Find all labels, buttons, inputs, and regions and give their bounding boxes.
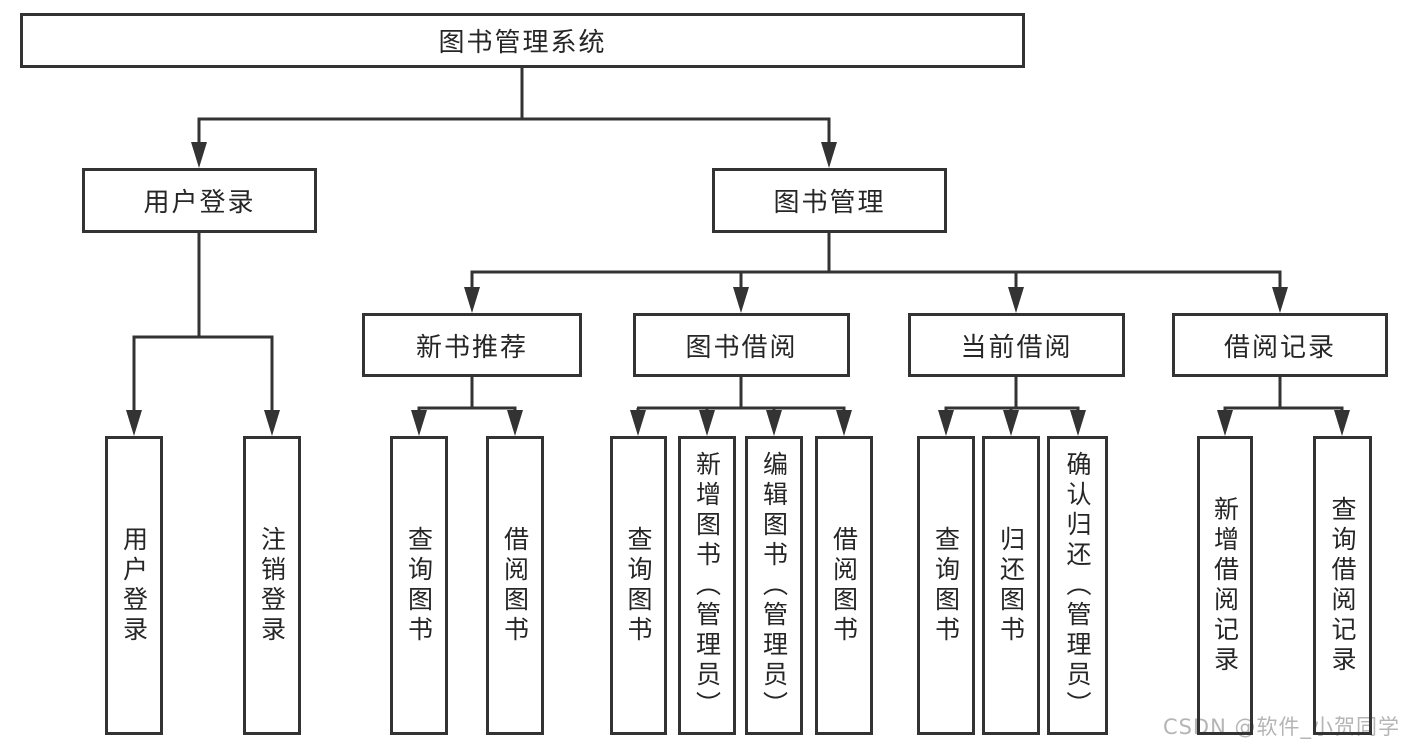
leaf-confirm-return-admin: 确认归还（管理员） bbox=[1047, 436, 1108, 735]
connector-newbook-to-leaves bbox=[411, 375, 523, 436]
leaf-label: 归还图书 bbox=[996, 525, 1026, 646]
node-new-book-recommendation: 新书推荐 bbox=[362, 313, 582, 377]
leaf-label: 用户登录 bbox=[119, 525, 149, 646]
node-label: 借阅记录 bbox=[1223, 332, 1336, 363]
connector-borrowrecord-to-leaves bbox=[1217, 375, 1350, 436]
connector-root-to-level2 bbox=[191, 66, 837, 168]
leaf-label: 查询图书 bbox=[931, 525, 961, 646]
leaf-return-books: 归还图书 bbox=[982, 436, 1040, 735]
node-label: 用户登录 bbox=[143, 188, 256, 218]
node-user-login: 用户登录 bbox=[82, 168, 317, 233]
node-borrowing-records: 借阅记录 bbox=[1172, 313, 1388, 377]
node-current-borrowing: 当前借阅 bbox=[908, 313, 1125, 377]
connector-userlogin-to-leaves bbox=[126, 231, 280, 436]
node-book-management: 图书管理 bbox=[712, 168, 947, 233]
leaf-query-books-current: 查询图书 bbox=[917, 436, 975, 735]
leaf-label: 注销登录 bbox=[257, 525, 287, 646]
leaf-label: 借阅图书 bbox=[829, 525, 859, 646]
leaf-label: 新增借阅记录 bbox=[1210, 495, 1240, 676]
csdn-watermark: CSDN @软件_小贺同学 bbox=[1162, 715, 1400, 739]
leaf-user-login: 用户登录 bbox=[105, 436, 163, 735]
node-label: 当前借阅 bbox=[960, 332, 1073, 363]
leaf-query-books-borrowing: 查询图书 bbox=[610, 436, 667, 735]
leaf-label: 查询图书 bbox=[404, 525, 434, 646]
node-label: 图书管理 bbox=[773, 188, 886, 218]
node-library-management-system: 图书管理系统 bbox=[20, 13, 1025, 68]
node-label: 图书借阅 bbox=[685, 332, 798, 363]
node-label: 新书推荐 bbox=[415, 332, 528, 363]
node-book-borrowing: 图书借阅 bbox=[633, 313, 850, 377]
leaf-label: 借阅图书 bbox=[500, 525, 530, 646]
connector-bookborrow-to-leaves bbox=[630, 375, 852, 436]
connector-currentborrow-to-leaves bbox=[938, 375, 1086, 436]
leaf-borrow-books-borrowing: 借阅图书 bbox=[815, 436, 873, 735]
leaf-query-books-recommend: 查询图书 bbox=[390, 436, 448, 735]
leaf-edit-books-admin: 编辑图书（管理员） bbox=[745, 436, 803, 735]
connector-bookmgmt-to-level3 bbox=[464, 231, 1288, 313]
leaf-label: 查询图书 bbox=[624, 525, 653, 646]
node-label: 图书管理系统 bbox=[438, 28, 607, 58]
leaf-logout: 注销登录 bbox=[243, 436, 301, 735]
leaf-add-books-admin: 新增图书（管理员） bbox=[678, 436, 736, 735]
leaf-label: 查询借阅记录 bbox=[1328, 495, 1357, 676]
leaf-label: 新增图书（管理员） bbox=[692, 450, 722, 721]
leaf-label: 编辑图书（管理员） bbox=[759, 450, 789, 721]
leaf-query-borrow-record: 查询借阅记录 bbox=[1313, 436, 1372, 735]
leaf-label: 确认归还（管理员） bbox=[1063, 450, 1092, 721]
leaf-borrow-books-recommend: 借阅图书 bbox=[486, 436, 544, 735]
leaf-add-borrow-record: 新增借阅记录 bbox=[1197, 436, 1253, 735]
